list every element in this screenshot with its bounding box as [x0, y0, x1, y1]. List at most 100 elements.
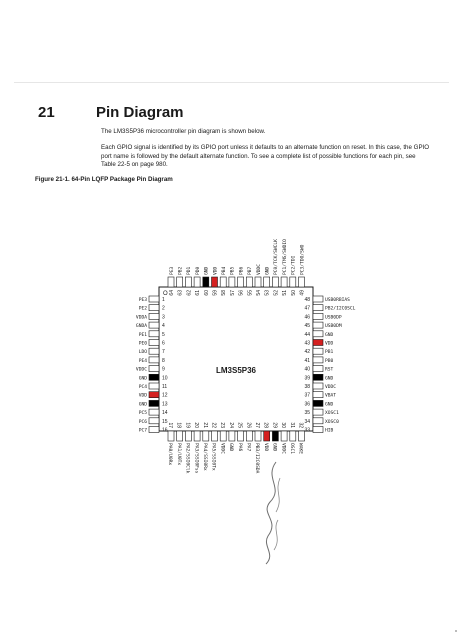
pin-number: 44: [304, 332, 310, 338]
pin-label: PA2/SSI0Clk: [185, 443, 191, 474]
pin-19: [185, 430, 192, 442]
pin-43: [312, 339, 324, 346]
pin-20: [193, 430, 201, 442]
pin-label: PB2/I2C0SCL: [325, 306, 356, 312]
pin-61: [193, 276, 201, 288]
pin-label: VDD: [139, 393, 148, 399]
pin-21: [202, 430, 210, 442]
pin-label: PA0/U0Rx: [167, 443, 173, 465]
pin-label: GND: [265, 266, 271, 275]
pin-number: 13: [162, 401, 168, 407]
pin-label: VDD: [212, 266, 218, 275]
pin-27: [254, 430, 262, 442]
pin-number: 56: [239, 290, 245, 296]
pin-label: GND: [325, 375, 334, 381]
pin-label: GND: [272, 443, 278, 452]
pin-number: 8: [162, 358, 165, 364]
chip-body: [158, 286, 314, 432]
pin1-marker: O: [163, 291, 168, 297]
pin-55: [246, 276, 253, 288]
pin-number: 30: [280, 422, 286, 428]
pin-44: [312, 330, 324, 338]
pin-22: [211, 430, 218, 442]
pin-63: [176, 276, 183, 288]
pin-30: [280, 430, 288, 442]
pin-label: GND: [325, 401, 334, 407]
pin-label: PC6: [139, 419, 148, 425]
pin-26: [246, 430, 253, 442]
pin-label: GND: [325, 332, 334, 338]
pin-number: 15: [162, 419, 168, 425]
pin-number: 41: [304, 358, 310, 364]
pin-label: PC1/TMS/SWDIO: [282, 239, 288, 275]
pin-label: VDD: [263, 443, 269, 452]
section-number: 21: [38, 104, 55, 121]
pin-label: PC3/TDO/SWO: [299, 244, 305, 275]
pin-56: [237, 276, 244, 288]
pin-17: [167, 430, 175, 442]
pin-label: PD1: [186, 266, 192, 275]
pin-number: 29: [271, 422, 277, 428]
pin-36: [312, 400, 324, 407]
pin-number: 57: [230, 290, 236, 296]
pin-label: PC5: [139, 410, 148, 416]
pin-29: [272, 430, 279, 442]
pin-number: 43: [304, 341, 310, 347]
pin-number: 62: [186, 290, 192, 296]
pin-number: 14: [162, 410, 168, 416]
pin-57: [228, 276, 236, 288]
pin-45: [312, 321, 324, 329]
pin-13: [148, 400, 160, 407]
pin-label: PD0: [195, 266, 201, 275]
pin-number: 19: [184, 422, 190, 428]
pin-label: PA5/SSI0Tx: [211, 443, 217, 471]
pin-3: [148, 313, 160, 320]
pin-52: [272, 276, 279, 288]
pin-label: VDDC: [325, 384, 336, 390]
pin-60: [202, 276, 210, 288]
pin-number: 2: [162, 306, 165, 312]
pin-number: 32: [298, 422, 304, 428]
pin-label: PA6: [237, 443, 243, 452]
pin-label: XOSC0: [325, 419, 339, 425]
pin-label: USB0RBIAS: [325, 297, 350, 303]
pin-24: [228, 430, 236, 442]
pin-label: GND: [204, 266, 210, 275]
pin-label: PB6: [238, 266, 244, 275]
pin-number: 12: [162, 393, 168, 399]
pin-label: PA1/U0Tx: [176, 443, 182, 465]
pin-label: PC0/TCK/SWCLK: [273, 239, 279, 275]
pin-label: PA4/SSI0Rx: [202, 443, 208, 471]
pin-48: [312, 295, 324, 303]
pin-23: [219, 430, 227, 442]
pin-label: USB0DP: [325, 314, 342, 320]
pin-11: [148, 382, 160, 390]
intro-paragraph: The LM3S5P36 microcontroller pin diagram…: [101, 128, 266, 135]
pin-label: PB3/I2C0SDA: [254, 443, 260, 474]
pin-number: 64: [169, 290, 175, 296]
top-rule: [14, 82, 449, 83]
pin-number: 48: [304, 297, 310, 303]
pin-number: 34: [304, 419, 310, 425]
pin-number: 52: [273, 290, 279, 296]
pin-label: VDDC: [219, 443, 225, 454]
pin-54: [254, 276, 262, 288]
pin-number: 25: [237, 422, 243, 428]
pin-40: [312, 365, 324, 372]
chip-name: LM3S5P36: [216, 366, 257, 375]
pin-label: VDDA: [136, 314, 147, 320]
pin-number: 7: [162, 349, 165, 355]
section-title: Pin Diagram: [96, 104, 184, 121]
pin-10: [148, 373, 160, 381]
pin-number: 39: [304, 375, 310, 381]
pin-number: 51: [282, 290, 288, 296]
pin-label: PB0: [325, 358, 334, 364]
gpio-paragraph: Each GPIO signal is identified by its GP…: [101, 144, 430, 169]
pin-label: XOSC1: [325, 410, 339, 416]
pin-39: [312, 373, 324, 381]
pin-32: [298, 430, 305, 442]
pin-label: RST: [325, 367, 334, 373]
pin-number: 46: [304, 314, 310, 320]
handwritten-signature: [265, 461, 281, 565]
